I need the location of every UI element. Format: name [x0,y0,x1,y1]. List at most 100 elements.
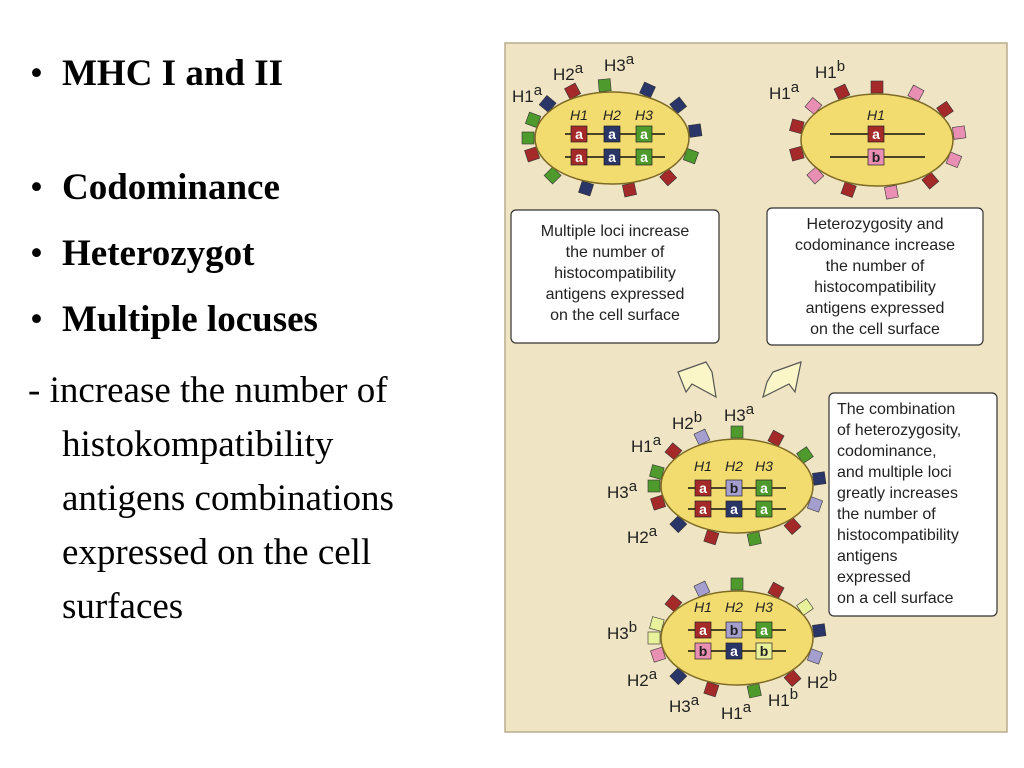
antigen-marker [936,100,954,119]
paragraph-line: antigens combinations [62,478,394,519]
antigen-marker [521,131,535,145]
bullet-dot: • [30,233,43,274]
callout-box [828,392,998,617]
locus-header: H3 [635,107,653,123]
antigen-marker [783,669,802,688]
paragraph-line: surfaces [62,586,184,627]
allele-letter: a [575,126,583,142]
bullet-dot: • [30,299,43,340]
antigen-marker [746,683,762,699]
allele-box [603,125,621,143]
antigen-marker [812,471,827,486]
callout-line: histocompatibility [814,279,936,296]
callout-combination: The combination of heterozygosity, codomin… [828,392,998,617]
locus-label: H3a [607,478,638,502]
allele-letter: a [608,149,616,165]
callout-line: of heterozygosity, [837,422,961,439]
allele-letter: b [872,149,881,165]
locus-label: H2b [672,409,702,433]
antigen-marker [870,80,884,94]
antigen-marker [812,623,827,638]
callout-line: the number of [566,244,665,261]
callout-box [510,209,720,344]
antigen-marker [703,681,720,698]
locus-label: H1a [512,82,543,106]
allele-box [694,479,712,497]
antigen-marker [806,166,825,185]
allele-box [694,642,712,660]
description-paragraph: - increase the number of histokompatibil… [28,364,488,634]
bullet-mhc: •MHC I and II [28,52,488,96]
antigen-marker [524,111,542,128]
locus-label: H2a [627,666,658,690]
locus-label: H2a [627,523,658,547]
antigen-marker [659,168,678,187]
allele-letter: a [730,643,738,659]
allele-letter: a [640,149,648,165]
allele-letter: a [760,622,768,638]
locus-header: H2 [725,458,743,474]
antigen-marker [664,442,683,461]
locus-label: H1a [721,699,752,723]
antigen-marker [693,580,711,598]
callout-line: on the cell surface [550,307,680,324]
antigen-marker [639,81,656,99]
callout-line: the number of [837,506,936,523]
allele-box [867,148,885,166]
bullet-text: Heterozygot [62,233,255,274]
callout-line: greatly increases [837,485,958,502]
bullet-multiple-locuses: •Multiple locuses [28,298,488,342]
antigen-marker [796,598,814,616]
callout-line: on the cell surface [810,321,940,338]
antigen-marker [650,646,667,663]
locus-header: H3 [755,458,773,474]
callout-line: Multiple loci increase [541,223,690,240]
allele-letter: b [730,622,739,638]
allele-letter: b [699,643,708,659]
callout-box [766,207,984,346]
antigen-marker [884,184,899,200]
antigen-marker [767,429,785,447]
flow-arrow [762,361,802,399]
allele-letter: b [760,643,769,659]
antigen-marker [664,594,683,613]
antigen-marker [907,84,925,102]
allele-box [725,642,743,660]
paragraph-line: expressed on the cell [62,532,372,573]
bullet-dot: • [30,53,43,94]
allele-box [725,500,743,518]
antigen-marker [783,517,802,536]
callout-line: codominance, [837,443,937,460]
allele-box [570,148,588,166]
allele-letter: a [760,501,768,517]
allele-box [635,148,653,166]
locus-label: H3a [724,401,755,425]
allele-box [755,500,773,518]
allele-box [694,621,712,639]
callout-line: antigens [837,548,898,565]
allele-letter: a [872,126,880,142]
antigen-marker [647,479,661,493]
antigen-marker [806,648,824,665]
locus-header: H1 [694,458,712,474]
callout-line: The combination [837,401,955,418]
callout-line: antigens expressed [546,286,685,303]
callout-line: expressed [837,569,911,586]
locus-header: H1 [570,107,588,123]
antigen-marker [647,631,661,645]
locus-header: H2 [725,599,743,615]
callout-line: histocompatibility [837,527,959,544]
locus-label: H1b [815,58,845,82]
antigen-marker [669,667,688,686]
allele-box [603,148,621,166]
antigen-marker [649,616,665,632]
antigen-marker [669,515,688,534]
antigen-marker [693,428,711,446]
locus-label: H2a [553,60,584,84]
antigen-marker [688,123,703,138]
allele-box [694,500,712,518]
antigen-marker [806,496,824,513]
flow-arrows [677,361,802,399]
